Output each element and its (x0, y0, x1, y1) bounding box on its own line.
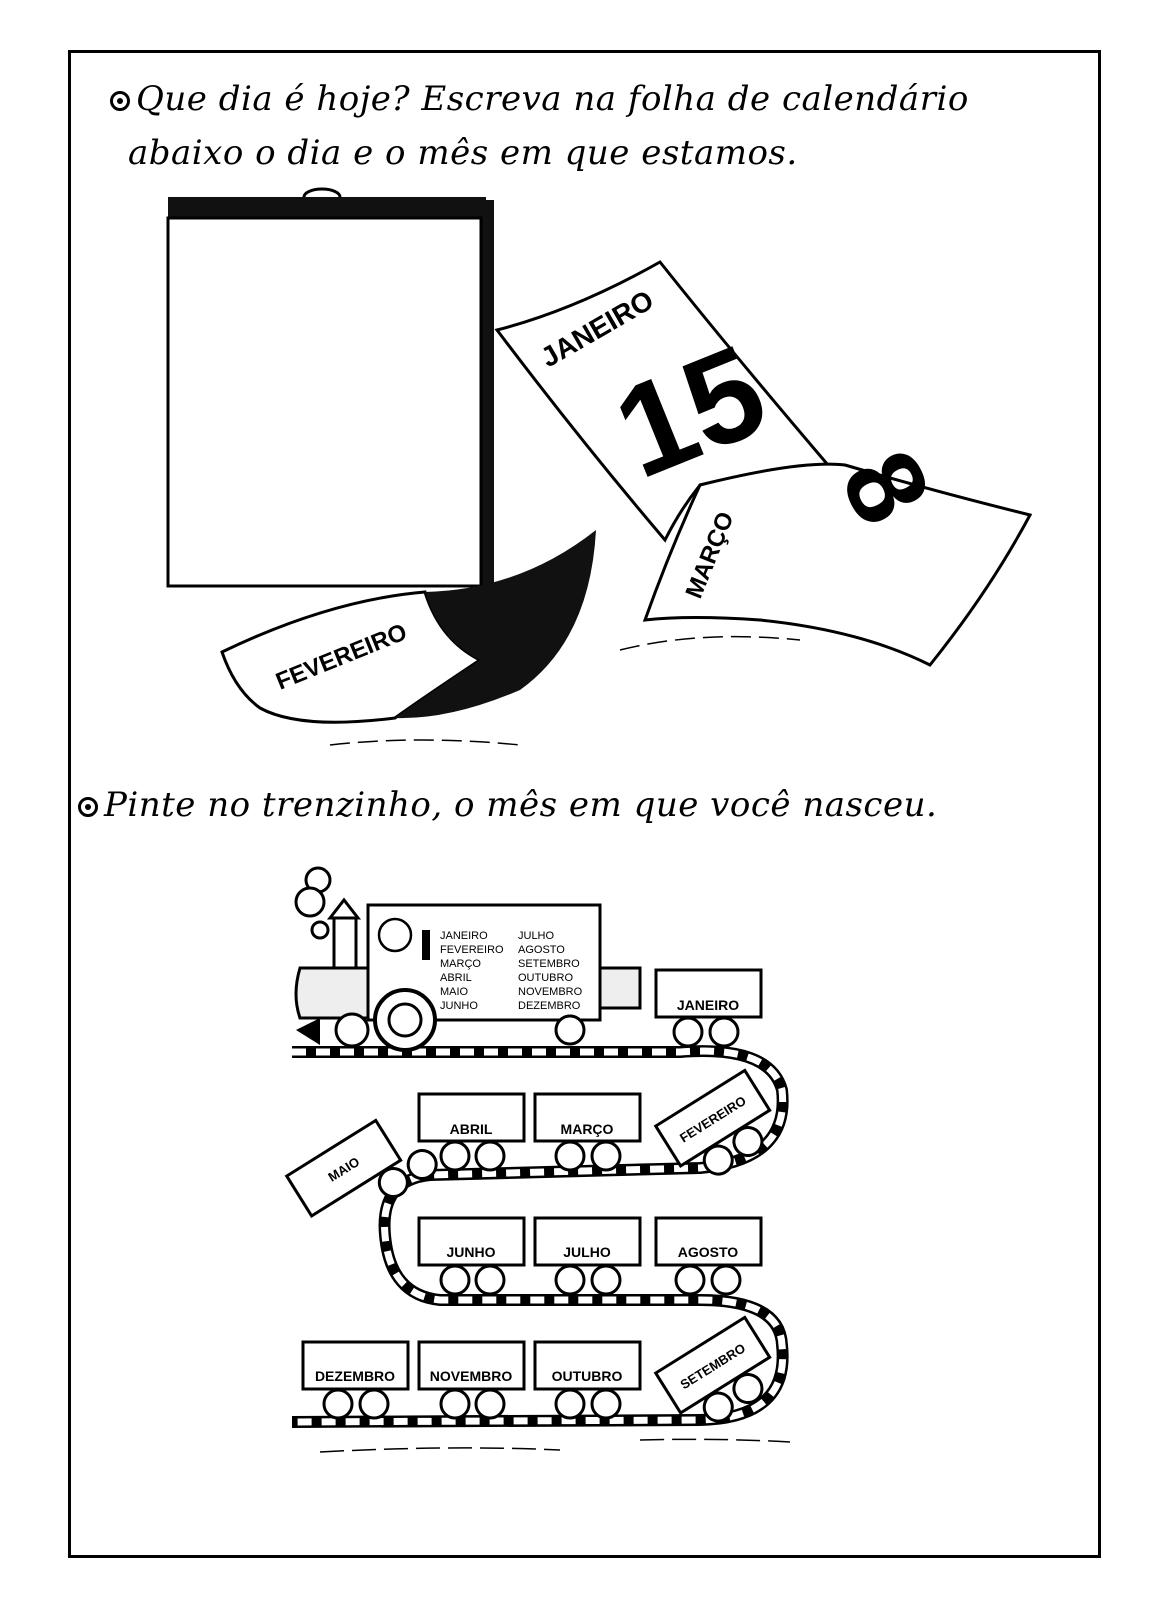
wagon-setembro[interactable]: SETEMBRO (653, 1315, 785, 1437)
wagon-marco[interactable]: MARÇO (533, 1092, 642, 1172)
loco-month-right: SETEMBRO (518, 958, 580, 970)
smoke-puff (294, 886, 326, 918)
train-track (291, 1045, 789, 1428)
bullet-icon (110, 91, 130, 111)
wagon-abril[interactable]: ABRIL (417, 1092, 526, 1172)
wagon-janeiro[interactable]: JANEIRO (654, 968, 763, 1048)
wagon-julho-label: JULHO (563, 1244, 611, 1260)
loco-month-left: MAIO (440, 986, 469, 998)
wagon-fevereiro[interactable]: FEVEREIRO (653, 1068, 785, 1190)
loco-month-left: JANEIRO (440, 930, 488, 942)
wagon-dezembro[interactable]: DEZEMBRO (301, 1340, 410, 1420)
wagon-junho[interactable]: JUNHO (417, 1216, 526, 1296)
loco-month-right: OUTUBRO (518, 972, 573, 984)
locomotive-wheel (554, 1014, 586, 1046)
wagon-dezembro-label: DEZEMBRO (315, 1368, 395, 1384)
instruction-train: Pinte no trenzinho, o mês em que você na… (78, 778, 1088, 832)
calendar-sheet-fevereiro: FEVEREIRO (220, 530, 596, 724)
calendar-sheet-marco: MARÇO 8 (642, 431, 1033, 667)
wagon-outubro[interactable]: OUTUBRO (533, 1340, 642, 1420)
wagon-janeiro-label: JANEIRO (677, 997, 739, 1013)
wagon-julho[interactable]: JULHO (533, 1216, 642, 1296)
calendar-writing-area[interactable] (166, 216, 483, 588)
instruction-calendar-line1: Que dia é hoje? Escreva na folha de cale… (136, 79, 969, 119)
wagon-novembro-label: NOVEMBRO (430, 1368, 513, 1384)
blank-calendar-pad (166, 187, 494, 588)
loco-month-right: DEZEMBRO (518, 1000, 581, 1012)
loco-month-left: MARÇO (440, 958, 481, 970)
loco-month-left: FEVEREIRO (440, 944, 504, 956)
wagon-outubro-label: OUTUBRO (552, 1368, 623, 1384)
loco-month-right: NOVEMBRO (518, 986, 583, 998)
wagon-novembro[interactable]: NOVEMBRO (417, 1340, 526, 1420)
wagon-marco-label: MARÇO (561, 1121, 614, 1137)
loco-month-right: AGOSTO (518, 944, 565, 956)
wagon-abril-label: ABRIL (450, 1121, 493, 1137)
smoke-puff (310, 920, 330, 940)
wagon-junho-label: JUNHO (446, 1244, 495, 1260)
wagon-agosto-label: AGOSTO (678, 1244, 739, 1260)
loco-month-left: ABRIL (440, 972, 472, 984)
instruction-train-text: Pinte no trenzinho, o mês em que você na… (104, 785, 938, 825)
locomotive-wheel (334, 1012, 370, 1048)
wagon-maio[interactable]: MAIO (284, 1105, 442, 1241)
instruction-calendar-line2: abaixo o dia e o mês em que estamos. (128, 133, 798, 173)
locomotive (294, 866, 642, 1052)
page-border (68, 50, 1101, 1558)
driver-face (377, 917, 413, 953)
wagon-agosto[interactable]: AGOSTO (654, 1216, 763, 1296)
instruction-calendar: Que dia é hoje? Escreva na folha de cale… (110, 72, 1090, 180)
loco-month-left: JUNHO (440, 1000, 478, 1012)
bullet-icon (78, 797, 98, 817)
loco-month-right: JULHO (518, 930, 555, 942)
locomotive-month-list: JANEIRO FEVEREIRO MARÇO ABRIL MAIO JUNHO… (440, 930, 583, 1012)
